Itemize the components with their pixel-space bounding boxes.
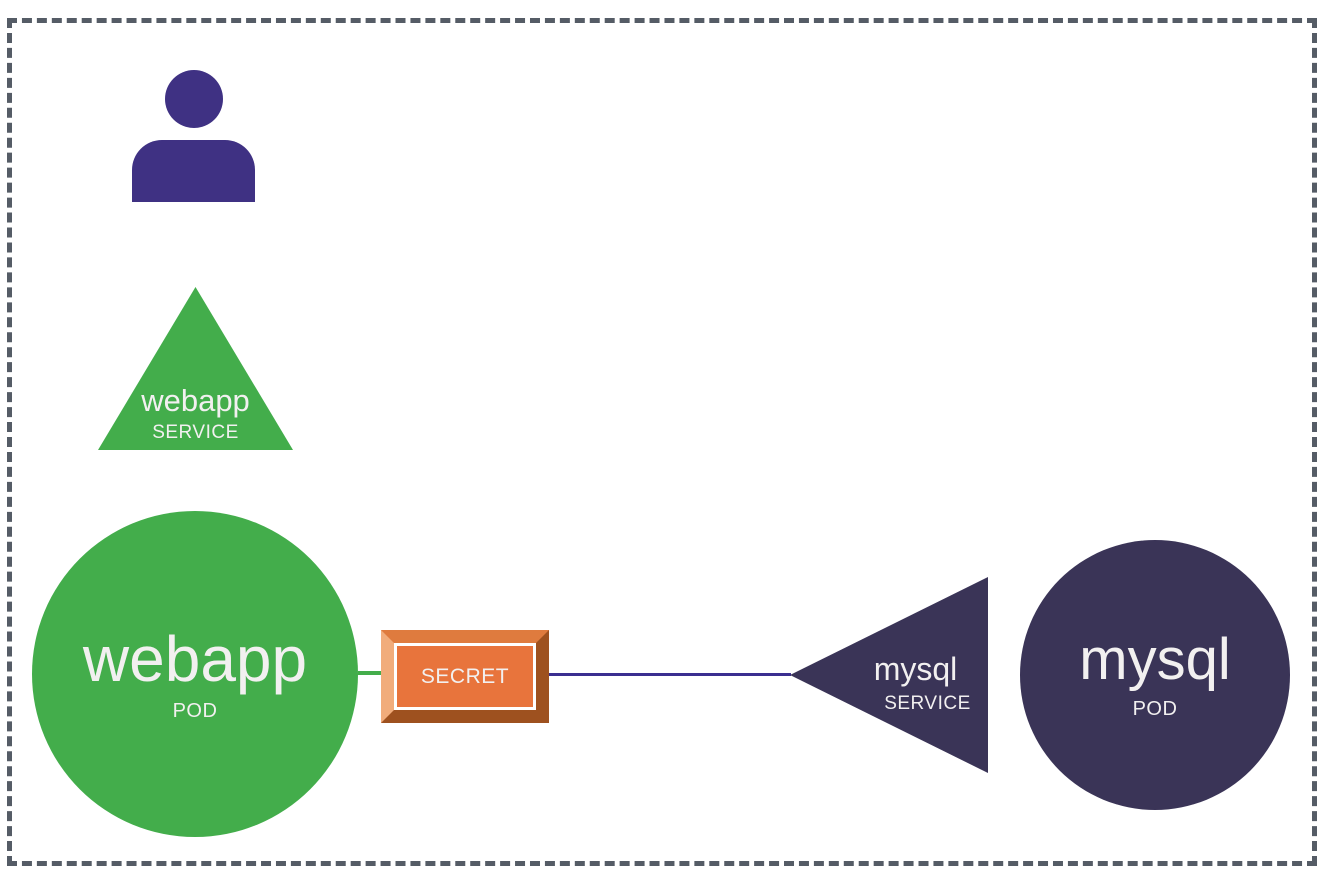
mysql-pod-type: POD: [1132, 698, 1178, 720]
connector-webapp-pod-to-secret: [358, 671, 382, 675]
namespace-boundary: [7, 18, 1317, 866]
mysql-pod-label: mysql: [1079, 627, 1231, 692]
mysql-service-type: SERVICE: [884, 692, 971, 714]
webapp-pod-node: webapp POD: [32, 511, 358, 837]
webapp-service-label: webapp: [141, 383, 250, 418]
secret-label: SECRET: [420, 665, 510, 688]
webapp-pod-type: POD: [172, 700, 218, 722]
secret-node: SECRET: [381, 630, 549, 723]
connector-secret-to-mysql-service: [549, 673, 791, 676]
user-icon-head: [164, 70, 223, 128]
mysql-pod-node: mysql POD: [1020, 540, 1290, 810]
user-icon: [132, 70, 255, 202]
mysql-service-label: mysql: [873, 650, 958, 687]
webapp-service-type: SERVICE: [152, 422, 239, 443]
user-icon-body: [132, 140, 255, 202]
webapp-pod-label: webapp: [82, 623, 308, 695]
